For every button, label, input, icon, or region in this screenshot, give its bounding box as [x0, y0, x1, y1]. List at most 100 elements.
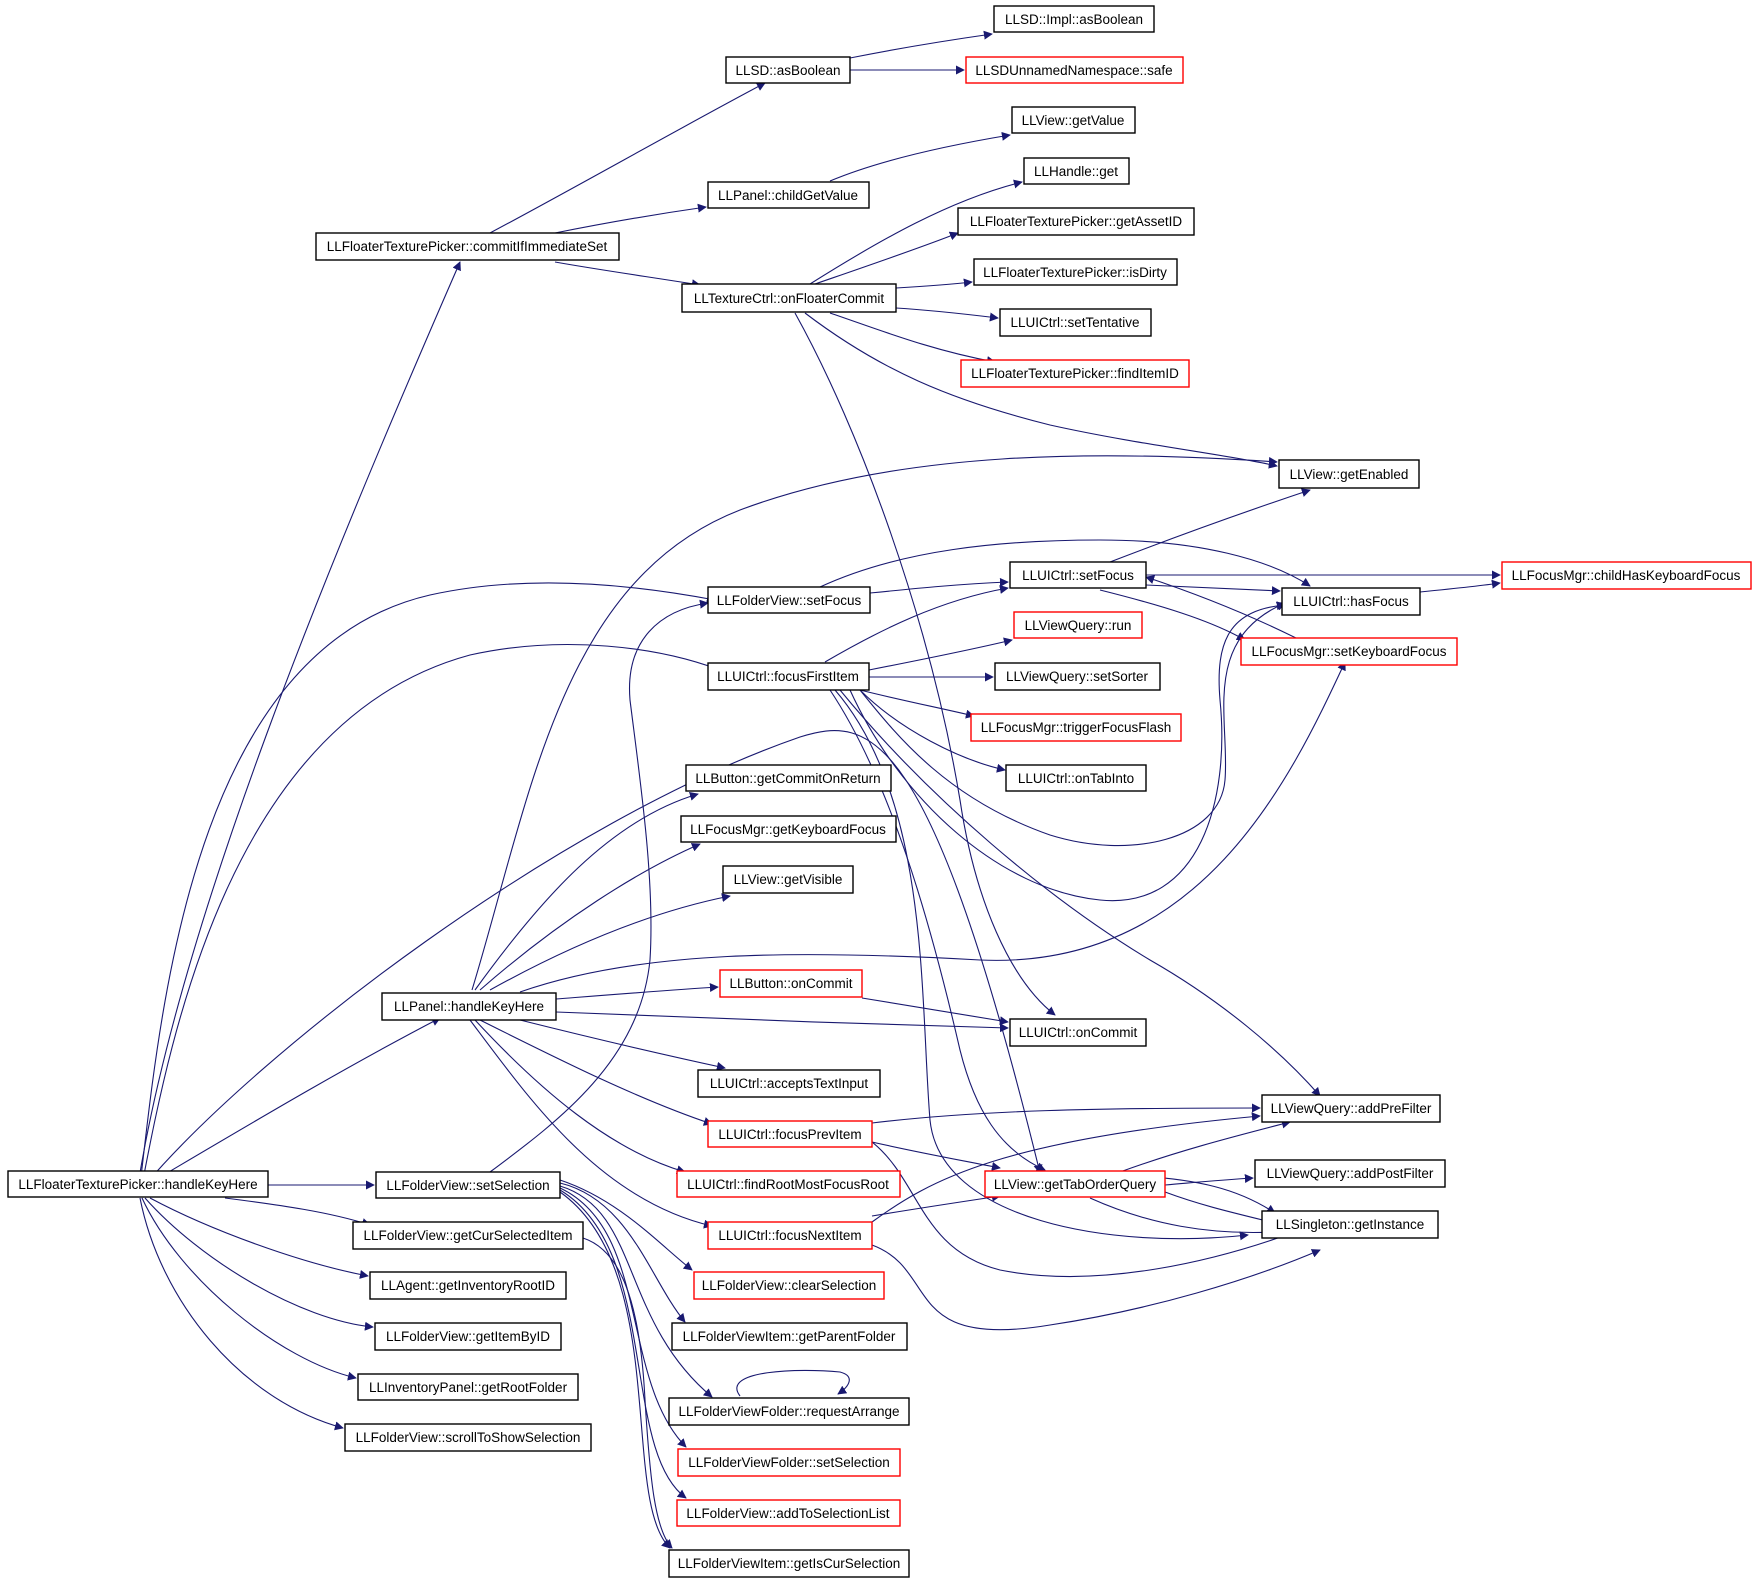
edge-root-to-getItemByID: [144, 1197, 374, 1331]
node-label: LLFolderView::addToSelectionList: [686, 1506, 889, 1521]
node-folderSetSelection: LLFolderView::setSelection: [375, 1171, 561, 1199]
edge-root-to-getTabOrderQuery: [144, 730, 1043, 1186]
node-label: LLFolderViewFolder::requestArrange: [678, 1404, 899, 1419]
node-findRootMostFocusRoot: LLUICtrl::findRootMostFocusRoot: [676, 1170, 901, 1198]
node-label: LLSDUnnamedNamespace::safe: [975, 63, 1172, 78]
node-label: LLAgent::getInventoryRootID: [381, 1278, 555, 1293]
node-label: LLInventoryPanel::getRootFolder: [369, 1380, 568, 1395]
edge-panelHandleKeyHere-to-findRootMostFocusRoot: [474, 1019, 686, 1175]
node-label: LLViewQuery::addPreFilter: [1271, 1101, 1432, 1116]
node-onTabInto: LLUICtrl::onTabInto: [1005, 764, 1147, 792]
edge-panelHandleKeyHere-to-getKeyboardFocus: [479, 843, 701, 991]
node-getRootFolder: LLInventoryPanel::getRootFolder: [357, 1373, 579, 1401]
edge-onFloaterCommit-to-setTentative: [895, 307, 999, 322]
edge-onFloaterCommit-to-getAssetID: [814, 231, 959, 285]
node-getEnabled: LLView::getEnabled: [1278, 459, 1420, 489]
node-getIsCurSelection: LLFolderViewItem::getIsCurSelection: [668, 1549, 910, 1578]
node-acceptsTextInput: LLUICtrl::acceptsTextInput: [697, 1069, 881, 1098]
edge-focusPrevItem-to-getTabOrderQuery: [871, 1141, 1001, 1171]
edge-panelHandleKeyHere-to-focusPrevItem: [479, 1019, 713, 1126]
node-label: LLFocusMgr::triggerFocusFlash: [981, 720, 1172, 735]
edge-focusFirstItem-to-getTabOrderQuery: [829, 689, 1046, 1171]
node-focusFirstItem: LLUICtrl::focusFirstItem: [707, 662, 870, 691]
edge-commitIfImmediateSet-to-onFloaterCommit: [554, 261, 701, 289]
edge-commitIfImmediateSet-to-childGetValue: [554, 203, 707, 234]
node-getItemByID: LLFolderView::getItemByID: [374, 1322, 562, 1351]
node-label: LLUICtrl::hasFocus: [1293, 594, 1409, 609]
node-label: LLUICtrl::onTabInto: [1018, 771, 1134, 786]
edge-commitIfImmediateSet-to-sdAsBoolean: [489, 82, 766, 234]
node-label: LLUICtrl::focusFirstItem: [717, 669, 859, 684]
node-label: LLHandle::get: [1034, 164, 1118, 179]
node-label: LLButton::getCommitOnReturn: [695, 771, 880, 786]
node-label: LLUICtrl::focusPrevItem: [718, 1127, 861, 1142]
node-sdAsBoolean: LLSD::asBoolean: [725, 56, 851, 84]
node-label: LLUICtrl::focusNextItem: [718, 1228, 861, 1243]
node-label: LLFloaterTexturePicker::getAssetID: [970, 214, 1183, 229]
node-ffSetSelection: LLFolderViewFolder::setSelection: [677, 1448, 901, 1477]
node-hasFocus: LLUICtrl::hasFocus: [1281, 587, 1421, 616]
node-requestArrange: LLFolderViewFolder::requestArrange: [668, 1397, 910, 1426]
node-panelHandleKeyHere: LLPanel::handleKeyHere: [381, 992, 557, 1021]
node-label: LLFolderViewFolder::setSelection: [688, 1455, 890, 1470]
edge-root-to-panelHandleKeyHere: [144, 1017, 441, 1187]
edge-hasFocus-to-childHasKeyboardFocus: [1419, 579, 1501, 593]
node-label: LLFloaterTexturePicker::isDirty: [983, 265, 1167, 280]
edge-folderSetSelection-to-folderSetFocus: [489, 599, 709, 1173]
edge-panelHandleKeyHere-to-getCommitOnReturn: [474, 791, 699, 991]
node-label: LLTextureCtrl::onFloaterCommit: [694, 291, 885, 306]
node-uiSetFocus: LLUICtrl::setFocus: [1009, 561, 1147, 589]
edge-focusFirstItem-to-addPreFilter: [839, 689, 1321, 1097]
node-getAssetID: LLFloaterTexturePicker::getAssetID: [957, 207, 1195, 236]
edge-root-to-getRootFolder: [141, 1197, 357, 1381]
node-label: LLFolderViewItem::getParentFolder: [683, 1329, 896, 1344]
node-label: LLSD::asBoolean: [735, 63, 840, 78]
edge-focusFirstItem-to-hasFocus: [859, 602, 1286, 846]
node-label: LLView::getValue: [1022, 113, 1125, 128]
node-label: LLView::getVisible: [734, 872, 843, 887]
edge-uiSetFocus-to-setKeyboardFocus: [1099, 589, 1246, 641]
edge-folderSetSelection-to-addToSelectionList: [559, 1189, 687, 1499]
node-label: LLViewQuery::run: [1025, 618, 1132, 633]
edge-folderSetSelection-to-clearSelection: [559, 1179, 693, 1271]
node-clearSelection: LLFolderView::clearSelection: [693, 1271, 885, 1300]
node-label: LLSingleton::getInstance: [1276, 1217, 1425, 1232]
node-label: LLSD::Impl::asBoolean: [1005, 12, 1143, 27]
node-getCurSelectedItem: LLFolderView::getCurSelectedItem: [352, 1221, 584, 1250]
edge-panelHandleKeyHere-to-uiOnCommit: [555, 1011, 1009, 1033]
node-label: LLFolderViewItem::getIsCurSelection: [678, 1556, 901, 1571]
node-getTabOrderQuery: LLView::getTabOrderQuery: [984, 1170, 1166, 1198]
node-focusPrevItem: LLUICtrl::focusPrevItem: [707, 1120, 873, 1148]
edge-focusFirstItem-to-hasFocus-2: [849, 601, 1286, 902]
edge-getTabOrderQuery-to-addPreFilter: [1119, 1119, 1291, 1173]
node-label: LLFloaterTexturePicker::commitIfImmediat…: [327, 239, 608, 254]
node-label: LLFocusMgr::childHasKeyboardFocus: [1512, 568, 1741, 583]
edge-getTabOrderQuery-to-addPostFilter: [1164, 1173, 1254, 1186]
node-uiOnCommit: LLUICtrl::onCommit: [1009, 1018, 1147, 1047]
edge-root-to-folderSetFocus: [139, 582, 716, 1186]
edge-getCurSelectedItem-to-getIsCurSelection: [582, 1237, 673, 1549]
node-label: LLFloaterTexturePicker::handleKeyHere: [18, 1177, 257, 1192]
node-getInventoryRootID: LLAgent::getInventoryRootID: [369, 1271, 567, 1300]
node-label: LLFolderView::setSelection: [386, 1178, 549, 1193]
edge-focusFirstItem-to-vqRun: [868, 637, 1013, 671]
node-vqRun: LLViewQuery::run: [1013, 611, 1143, 639]
node-triggerFocusFlash: LLFocusMgr::triggerFocusFlash: [970, 713, 1182, 742]
edge-folderSetSelection-to-ffSetSelection: [559, 1187, 687, 1448]
edge-panelHandleKeyHere-to-focusNextItem: [469, 1019, 713, 1229]
node-label: LLView::getEnabled: [1290, 467, 1409, 482]
node-label: LLUICtrl::findRootMostFocusRoot: [687, 1177, 889, 1192]
edge-root-to-commitIfImmediateSet: [137, 261, 461, 1186]
node-viewGetValue: LLView::getValue: [1011, 106, 1136, 134]
edge-uiSetFocus-to-hasFocus: [1145, 584, 1281, 596]
node-btnOnCommit: LLButton::onCommit: [719, 969, 863, 998]
edge-root-to-getCurSelectedItem: [224, 1197, 371, 1227]
edge-panelHandleKeyHere-to-getVisible: [489, 893, 731, 991]
edge-focusNextItem-to-addPreFilter: [871, 1112, 1261, 1223]
node-label: LLFolderView::scrollToShowSelection: [356, 1430, 581, 1445]
edge-focusFirstItem-to-onTabInto: [859, 689, 1006, 773]
node-handleGet: LLHandle::get: [1023, 157, 1130, 185]
edge-requestArrange-self-loop: [736, 1369, 850, 1397]
edge-getTabOrderQuery-to-getInstance-2: [1089, 1197, 1276, 1237]
node-label: LLUICtrl::acceptsTextInput: [710, 1076, 869, 1091]
